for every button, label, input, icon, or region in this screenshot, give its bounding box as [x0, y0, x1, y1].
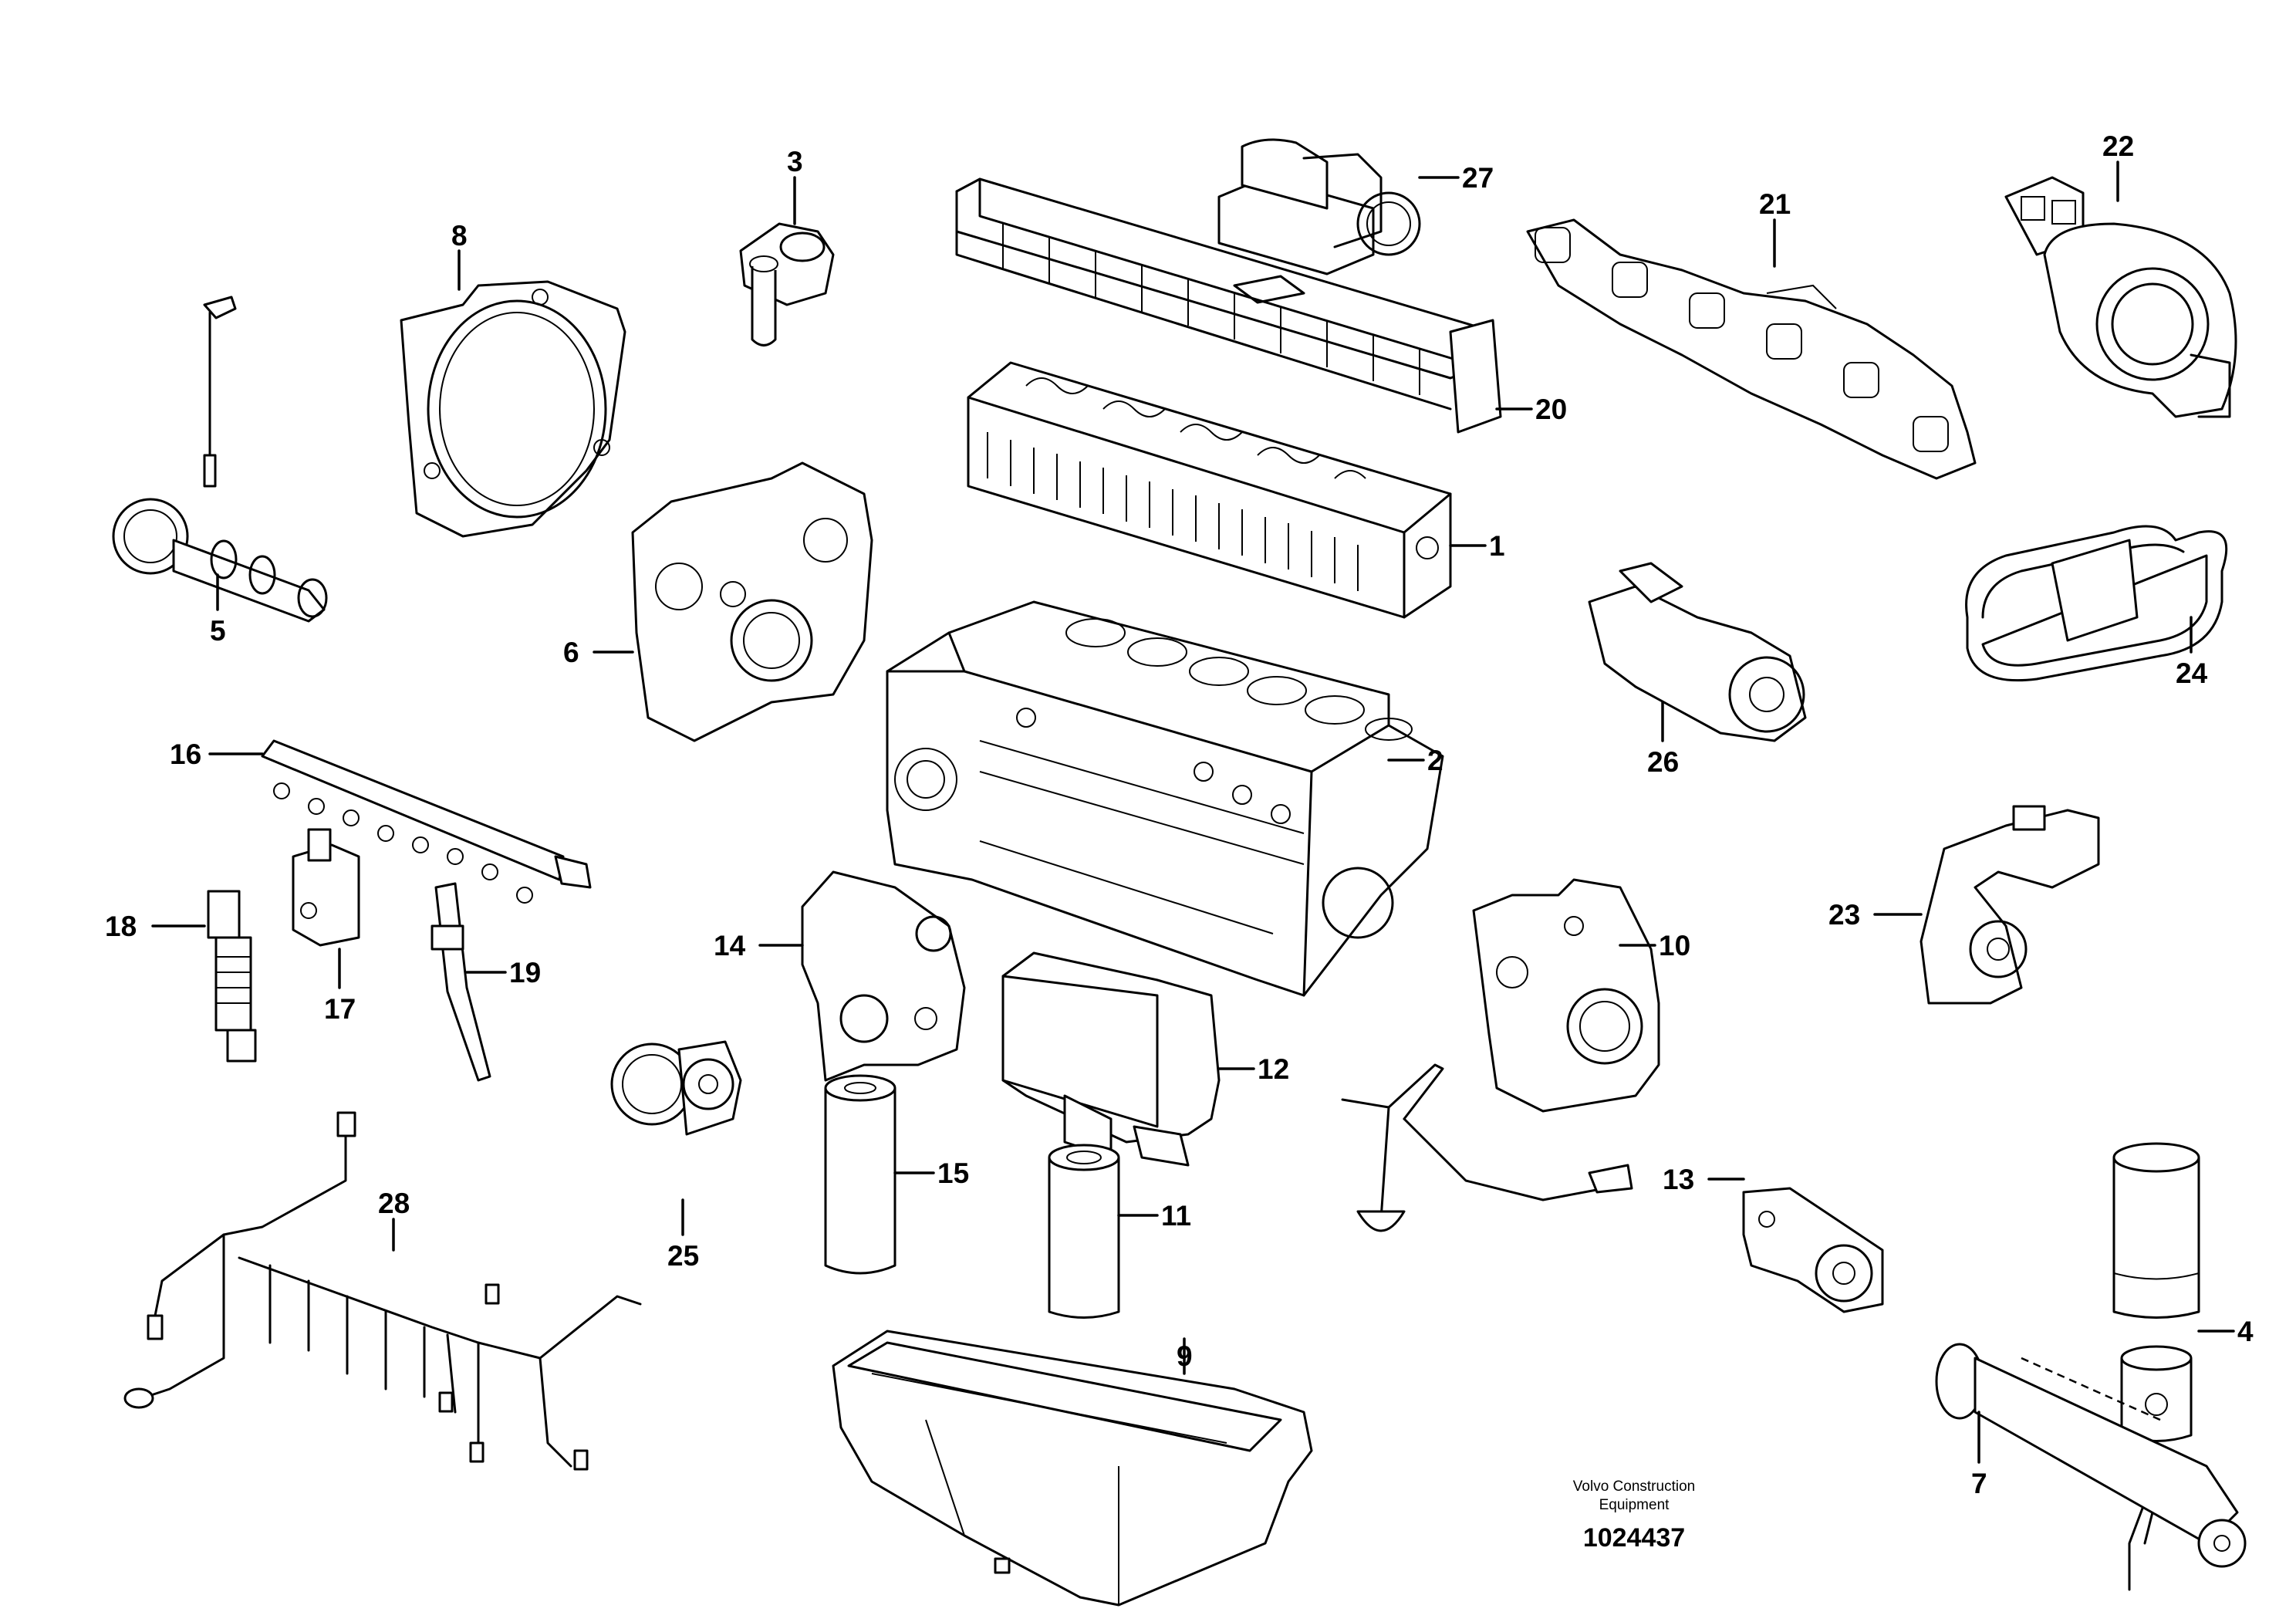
injector-drawing	[430, 882, 491, 1082]
callout-14: 14	[714, 930, 746, 961]
starter-motor-drawing	[1588, 562, 1807, 742]
oil-sump-drawing	[832, 1330, 1313, 1607]
callout-10: 10	[1659, 930, 1690, 961]
credit-line-1: Volvo Construction	[1573, 1478, 1695, 1495]
fuel-feed-pump-drawing	[610, 1040, 742, 1136]
callout-22: 22	[2102, 130, 2134, 162]
callout-13: 13	[1663, 1164, 1694, 1195]
callout-labels: 1 2 3 4 5 6 7 8 9 10 11 12 13 14 15 16 1…	[105, 130, 2254, 1499]
callout-6: 6	[563, 637, 579, 668]
callout-27: 27	[1462, 162, 1494, 194]
camshaft-drawing	[112, 296, 328, 623]
callout-4: 4	[2237, 1316, 2254, 1347]
cylinder-head-drawing	[967, 361, 1452, 619]
flywheel-housing-drawing	[400, 280, 626, 538]
oil-cooler-drawing	[1001, 951, 1221, 1167]
valve-cover-drawing	[955, 177, 1502, 434]
document-number: 1024437	[1583, 1523, 1685, 1553]
timing-gear-casing-drawing	[631, 461, 873, 742]
callout-24: 24	[2176, 657, 2208, 689]
oil-filter-cartridge-drawing	[1048, 1144, 1120, 1319]
crankshaft-drawing	[1935, 1343, 2247, 1591]
callout-23: 23	[1828, 899, 1860, 931]
callout-25: 25	[667, 1240, 699, 1272]
callout-17: 17	[324, 993, 356, 1025]
coolant-pump-drawing	[1920, 805, 2100, 1005]
oil-pump-drawing	[1742, 1187, 1884, 1313]
callout-1: 1	[1489, 530, 1505, 562]
callout-2: 2	[1427, 745, 1443, 776]
timing-cover-drawing	[1472, 878, 1660, 1113]
callout-7: 7	[1971, 1468, 1987, 1499]
exhaust-manifold-drawing	[1526, 218, 1977, 480]
callout-5: 5	[210, 615, 226, 647]
cylinder-block-drawing	[886, 600, 1444, 997]
callout-28: 28	[378, 1188, 410, 1219]
callout-3: 3	[787, 146, 803, 177]
document-footer: Volvo Construction Equipment 1024437	[1573, 1478, 1695, 1553]
wiring-harness-drawing	[123, 1111, 642, 1471]
callout-21: 21	[1759, 188, 1791, 220]
fuel-filter-drawing	[824, 1074, 896, 1275]
unit-pump-drawing	[207, 890, 257, 1063]
thermostat-housing-drawing	[739, 222, 835, 346]
credit-line-2: Equipment	[1599, 1497, 1670, 1513]
callout-18: 18	[105, 911, 137, 942]
callout-20: 20	[1535, 394, 1567, 425]
pressure-valve-drawing	[292, 828, 360, 947]
turbocharger-drawing	[2004, 176, 2237, 418]
callout-8: 8	[451, 220, 468, 252]
callout-16: 16	[170, 738, 201, 770]
callout-12: 12	[1258, 1053, 1289, 1085]
callout-15: 15	[937, 1157, 969, 1189]
callout-9: 9	[1177, 1340, 1193, 1372]
drive-belt-drawing	[1965, 525, 2228, 682]
pressure-sensor-unit-drawing	[1217, 138, 1421, 275]
callout-26: 26	[1647, 746, 1679, 778]
oil-pickup-tube-drawing	[1341, 1063, 1633, 1232]
callout-19: 19	[509, 957, 541, 988]
leader-lines	[151, 161, 2235, 1464]
callout-11: 11	[1161, 1200, 1191, 1232]
fuel-rail-drawing	[261, 739, 592, 904]
piston-and-liner-drawing	[2112, 1142, 2200, 1442]
fuel-filter-bracket-drawing	[801, 870, 966, 1082]
